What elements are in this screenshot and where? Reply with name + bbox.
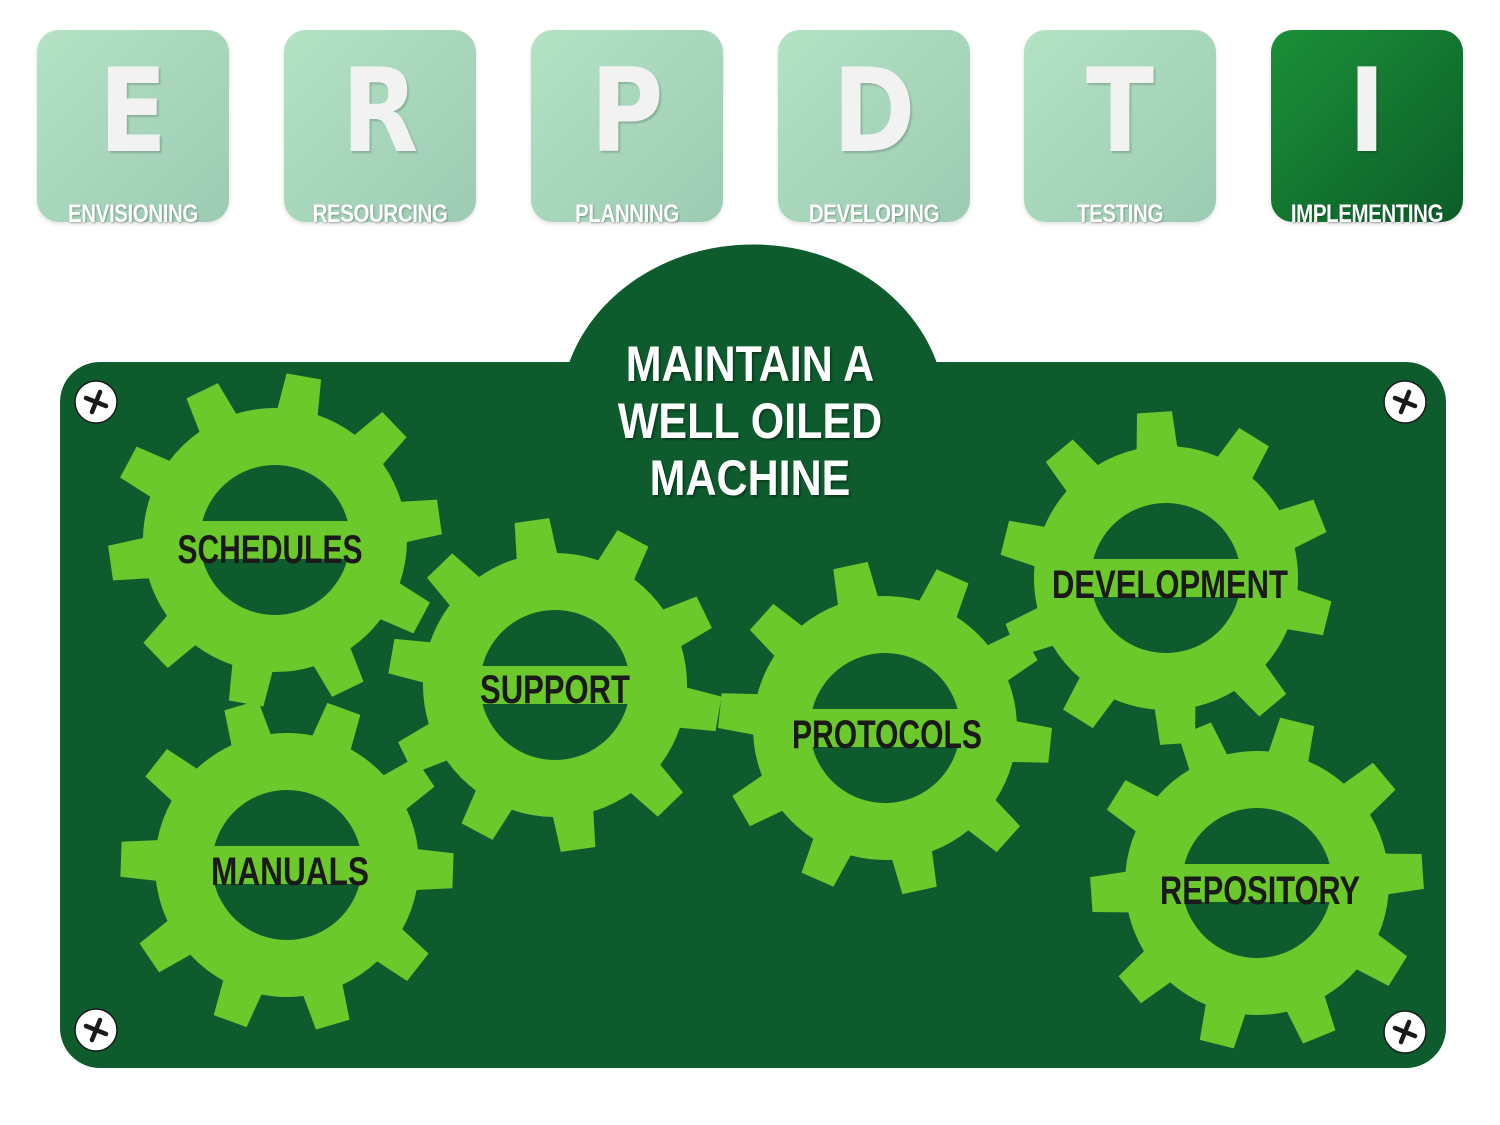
board-title-line: MAINTAIN A [625, 336, 875, 392]
phase-label: IMPLEMENTING [1290, 200, 1444, 228]
gear-support: SUPPORT [388, 518, 722, 852]
gear-schedules: SCHEDULES [108, 373, 442, 707]
phase-label: RESOURCING [312, 200, 448, 228]
phase-letter: D [832, 44, 916, 179]
phase-tile-resourcing[interactable]: R RESOURCING [284, 30, 476, 228]
gear-label-protocols: PROTOCOLS [792, 713, 982, 757]
phase-letter: T [1085, 44, 1155, 179]
board-title-line: MACHINE [649, 450, 851, 506]
phase-tiles: E ENVISIONING R RESOURCING P PLANNING D … [0, 0, 1500, 240]
gear-label-support: SUPPORT [480, 668, 630, 712]
gear-label-manuals: MANUALS [211, 850, 369, 894]
gear-manuals: MANUALS [120, 700, 454, 1030]
gear-development: DEVELOPMENT [1000, 411, 1332, 745]
board-title-line: WELL OILED [617, 393, 883, 449]
phase-letter: I [1348, 44, 1386, 179]
phillips-screw-icon [74, 1008, 118, 1052]
phillips-screw-icon [74, 380, 118, 424]
phillips-screw-icon [1383, 1010, 1427, 1054]
phase-letter: P [590, 44, 664, 179]
gear-label-development: DEVELOPMENT [1052, 563, 1288, 607]
phase-label: TESTING [1077, 200, 1163, 228]
gear-label-schedules: SCHEDULES [178, 528, 363, 572]
phillips-screw-icon [1383, 380, 1427, 424]
phase-label: PLANNING [575, 200, 679, 228]
board-title: MAINTAIN A WELL OILED MACHINE [582, 336, 917, 507]
phase-tile-planning[interactable]: P PLANNING [531, 30, 723, 228]
gear-label-repository: REPOSITORY [1160, 869, 1360, 913]
phase-tile-envisioning[interactable]: E ENVISIONING [37, 30, 229, 228]
gear-protocols: PROTOCOLS [718, 561, 1052, 895]
phase-tile-testing[interactable]: T TESTING [1024, 30, 1216, 228]
phase-letter: R [341, 44, 419, 179]
phase-label: ENVISIONING [68, 200, 198, 228]
gear-repository: REPOSITORY [1090, 717, 1424, 1049]
phase-tile-developing[interactable]: D DEVELOPING [778, 30, 970, 228]
phase-tile-implementing[interactable]: I IMPLEMENTING [1271, 30, 1463, 228]
phase-label: DEVELOPING [808, 200, 940, 228]
phase-letter: E [98, 44, 168, 179]
